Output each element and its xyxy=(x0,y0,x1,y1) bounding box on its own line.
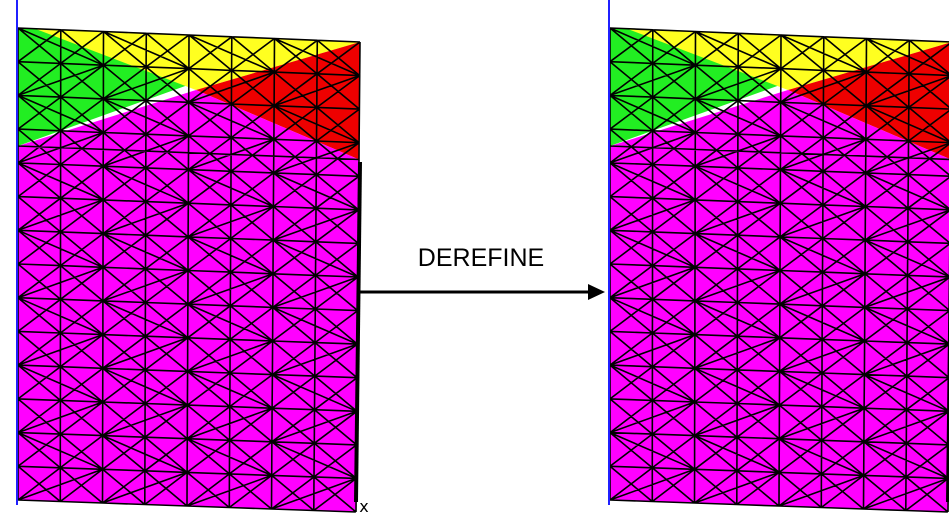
mesh-before-derefine xyxy=(16,0,362,513)
mesh-edges xyxy=(609,27,949,513)
axis-x-label: x xyxy=(359,497,369,516)
mesh-after-derefine xyxy=(608,0,949,513)
region-yellow xyxy=(627,28,949,90)
region-yellow xyxy=(35,28,360,90)
mesh-edges xyxy=(17,27,361,513)
derefine-label: DEREFINE xyxy=(417,244,545,272)
derefine-arrow xyxy=(360,284,605,300)
mesh-right-edge xyxy=(354,161,362,503)
